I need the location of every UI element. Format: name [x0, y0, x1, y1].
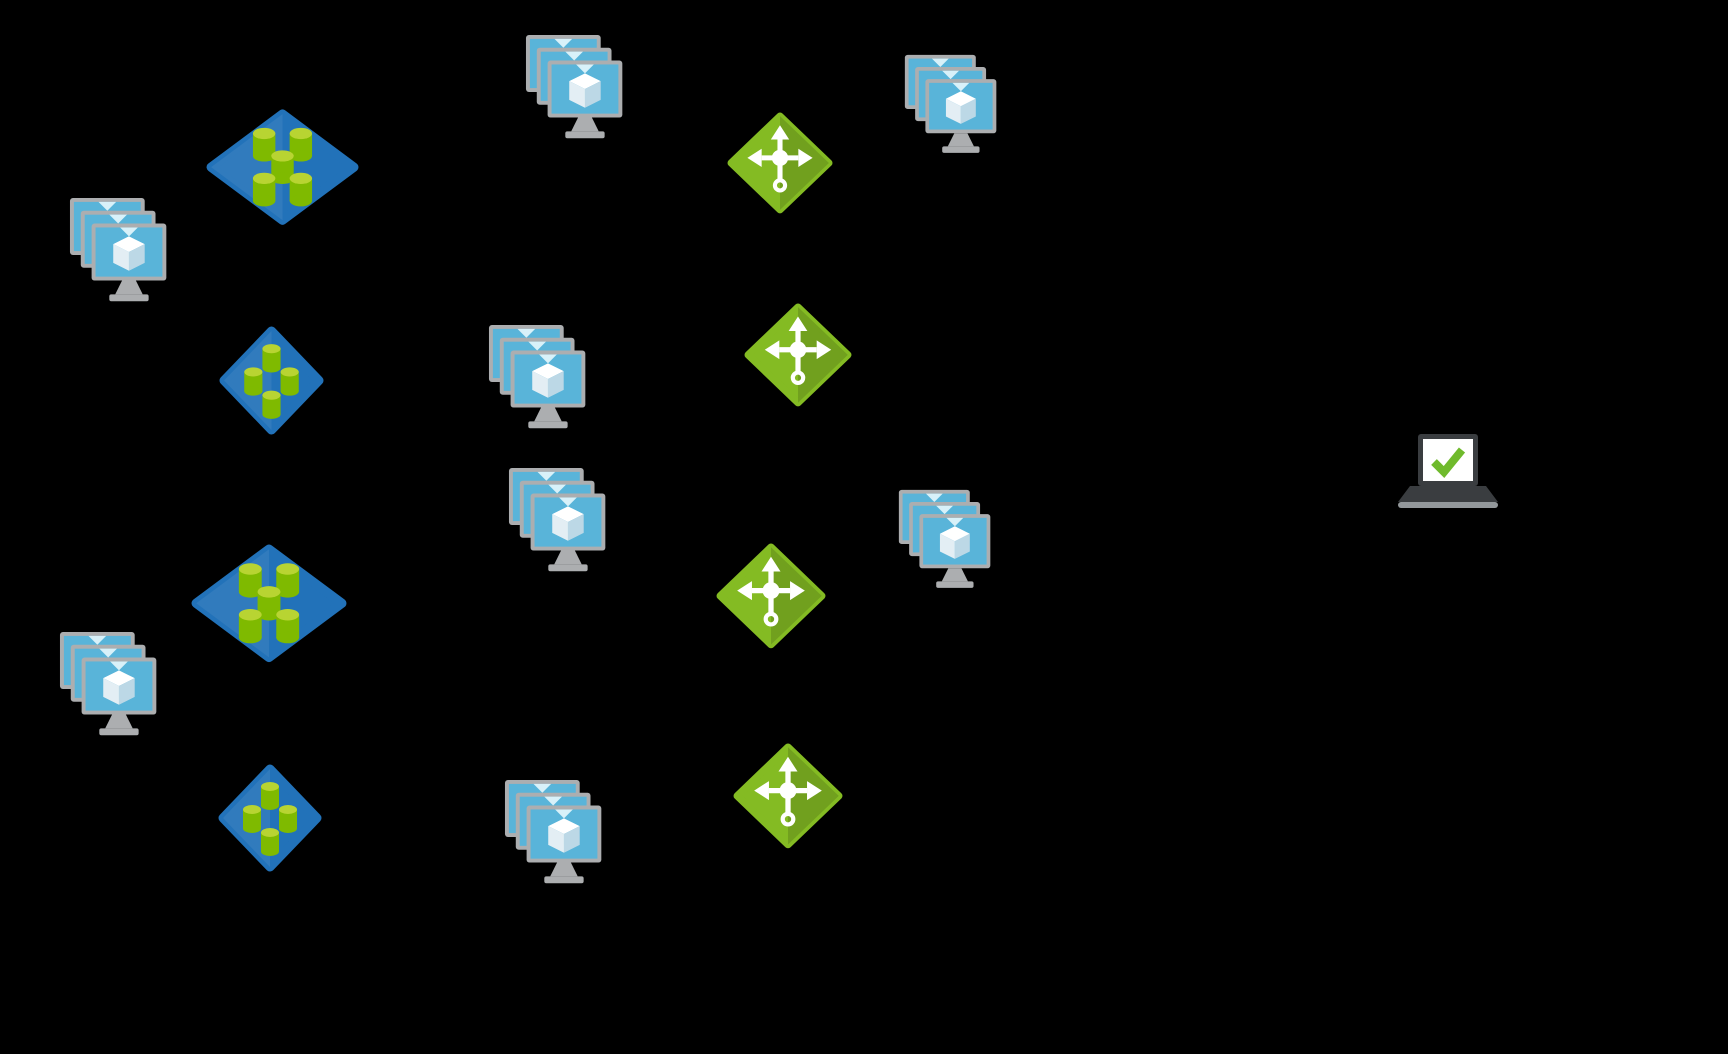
monitor-front	[526, 805, 602, 863]
db-cylinder-icon	[262, 390, 281, 419]
monitor-stand	[99, 714, 139, 736]
database-cluster-icon	[191, 544, 347, 663]
monitor-front	[925, 79, 997, 134]
vm-stack-icon	[59, 631, 157, 736]
db-cylinder-icon	[257, 586, 281, 621]
db-cylinder-icon	[261, 782, 279, 810]
monitor-stand	[942, 133, 980, 153]
monitor-front	[530, 493, 606, 551]
vm-stack-c	[903, 53, 1015, 158]
db-cylinder-icon	[276, 609, 300, 644]
monitor-front	[547, 60, 623, 118]
load-balancer-d	[733, 743, 843, 849]
vm-stack-h	[503, 778, 621, 888]
db-cylinder-icon	[252, 172, 276, 207]
vm-stack-icon	[69, 197, 167, 302]
vm-stack-icon	[508, 467, 606, 572]
db-cylinder-icon	[271, 150, 294, 184]
db-cluster-d	[217, 763, 323, 873]
vm-stack-icon	[904, 54, 997, 153]
db-cylinder-icon	[252, 127, 276, 162]
load-balancer-arrows	[754, 756, 822, 827]
monitor-stand	[936, 568, 974, 588]
vm-stack-d	[487, 323, 605, 433]
laptop-base	[1398, 486, 1498, 502]
load-balancer-icon	[744, 303, 852, 407]
checkmark-icon	[1431, 447, 1466, 478]
db-cylinder-icon	[279, 805, 297, 833]
db-cylinder-icon	[243, 805, 261, 833]
diamond-shape	[219, 326, 324, 435]
load-balancer-b	[744, 303, 852, 407]
vm-stack-g	[58, 630, 176, 740]
load-balancer-icon	[727, 112, 833, 214]
monitor-front	[510, 350, 586, 408]
db-cluster-c	[190, 543, 348, 664]
vm-stack-f	[897, 488, 1009, 593]
cube-icon	[548, 818, 580, 853]
db-cylinder-icon	[289, 127, 313, 162]
monitor-front	[91, 223, 167, 281]
diamond-shape	[218, 764, 322, 872]
db-cluster-a	[205, 108, 360, 226]
database-cluster-icon	[206, 109, 359, 225]
laptop-check-icon	[1398, 434, 1498, 508]
vm-stack-e	[507, 466, 625, 576]
vm-stack-a	[68, 196, 186, 306]
load-balancer-arrows	[737, 556, 805, 627]
load-balancer-c	[716, 543, 826, 649]
monitor-stand	[548, 550, 588, 572]
db-cylinder-icon	[238, 563, 262, 598]
db-cylinder-icon	[289, 172, 313, 207]
db-cylinder-icon	[238, 609, 262, 644]
laptop-screen	[1423, 439, 1473, 481]
load-balancer-a	[727, 112, 833, 214]
cube-icon	[939, 526, 970, 559]
cube-icon	[552, 506, 584, 541]
client-laptop	[1398, 434, 1498, 518]
db-cylinder-icon	[280, 367, 299, 396]
database-cluster-icon	[219, 326, 324, 435]
cube-icon	[103, 670, 135, 705]
cube-icon	[569, 73, 601, 108]
load-balancer-icon	[716, 543, 826, 649]
db-cylinder-icon	[262, 344, 281, 373]
db-cylinder-icon	[276, 563, 300, 598]
monitor-stand	[109, 280, 149, 302]
load-balancer-arrows	[764, 316, 832, 386]
vm-stack-icon	[898, 489, 991, 588]
monitor-stand	[528, 407, 568, 429]
database-cluster-icon	[218, 764, 322, 872]
db-cylinder-icon	[261, 828, 279, 856]
load-balancer-icon	[733, 743, 843, 849]
vm-stack-icon	[525, 34, 623, 139]
db-cluster-b	[218, 325, 325, 436]
monitor-stand	[565, 117, 605, 139]
monitor-front	[919, 514, 991, 569]
monitor-stand	[544, 862, 584, 884]
monitor-front	[81, 657, 157, 715]
cube-icon	[945, 91, 976, 124]
vm-stack-icon	[504, 779, 602, 884]
db-cylinder-icon	[244, 367, 263, 396]
load-balancer-arrows	[747, 125, 813, 193]
cube-icon	[532, 363, 564, 398]
vm-stack-icon	[488, 324, 586, 429]
vm-stack-b	[524, 33, 642, 143]
